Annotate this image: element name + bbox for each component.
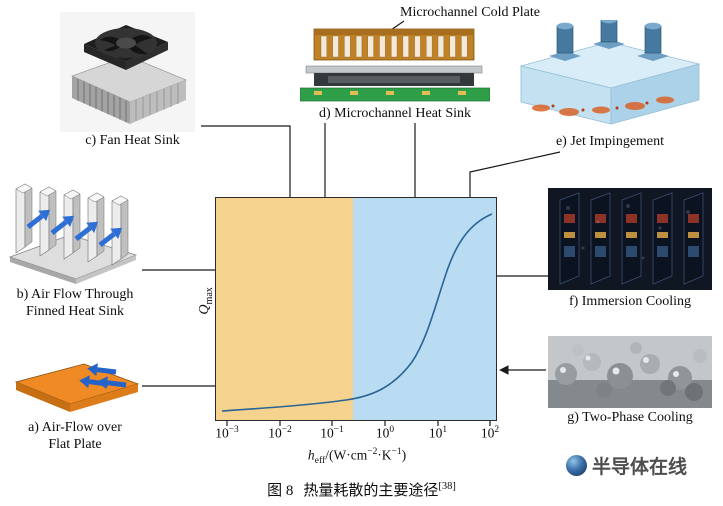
immersion-cooling-illustration bbox=[548, 188, 712, 290]
qmax-curve bbox=[221, 213, 493, 412]
label-e-jet-impingement: e) Jet Impingement bbox=[555, 134, 665, 149]
x-tick-1e2: 102 bbox=[465, 425, 515, 442]
microchannel-heat-sink-illustration bbox=[300, 28, 490, 102]
tick-exp: −3 bbox=[228, 425, 239, 435]
heat-sink-base bbox=[305, 65, 483, 86]
watermark-logo-icon bbox=[566, 455, 587, 476]
tick-base: 10 bbox=[320, 425, 334, 441]
x-tick-1e-2: 10−2 bbox=[255, 425, 305, 442]
tick-base: 10 bbox=[428, 425, 443, 441]
tick-base: 10 bbox=[215, 425, 229, 441]
cold-plate-label: Microchannel Cold Plate bbox=[400, 5, 540, 20]
x-axis-unit-sup2: −1 bbox=[391, 447, 402, 457]
cold-plate-comb bbox=[313, 28, 475, 61]
x-tick-1e-3: 10−3 bbox=[202, 425, 252, 442]
fan-heat-sink-illustration bbox=[60, 12, 195, 132]
tick-exp: 1 bbox=[442, 425, 448, 435]
x-axis-subscript: eff bbox=[314, 455, 326, 467]
finned-heat-sink-illustration bbox=[8, 183, 138, 284]
chart-plot-area bbox=[215, 197, 497, 421]
watermark: 半导体在线 bbox=[566, 452, 687, 479]
liquid-cooling-region bbox=[353, 198, 496, 420]
tick-exp: −1 bbox=[333, 425, 344, 435]
fins bbox=[15, 183, 129, 266]
tick-base: 10 bbox=[375, 425, 390, 441]
caption-title: 热量耗散的主要途径 bbox=[303, 483, 439, 499]
vapor-bubbles bbox=[555, 342, 707, 401]
pcb-board bbox=[300, 87, 490, 102]
coolant-bubbles bbox=[566, 204, 690, 260]
y-axis-symbol: Q bbox=[197, 304, 213, 315]
x-tick-1e0: 100 bbox=[360, 425, 410, 442]
y-axis-subscript: max bbox=[203, 287, 215, 305]
tick-base: 10 bbox=[268, 425, 282, 441]
jet-nozzles bbox=[549, 20, 669, 61]
figure-caption: 图 8 热量耗散的主要途径[38] bbox=[0, 479, 723, 500]
fan-icon bbox=[84, 25, 168, 70]
label-b-line1: b) Air Flow Through bbox=[16, 287, 134, 302]
two-phase-cooling-illustration bbox=[548, 336, 712, 408]
label-d-microchannel: d) Microchannel Heat Sink bbox=[318, 106, 471, 121]
caption-reference: [38] bbox=[438, 481, 456, 492]
y-axis-label: Qmax bbox=[197, 279, 215, 323]
x-axis-symbol: h bbox=[307, 447, 315, 463]
flat-plate-illustration bbox=[14, 363, 140, 412]
jet-chamber bbox=[519, 41, 701, 125]
label-f-immersion: f) Immersion Cooling bbox=[568, 294, 692, 309]
x-tick-1e1: 101 bbox=[413, 425, 463, 442]
air-flow-arrows bbox=[79, 363, 127, 390]
tick-base: 10 bbox=[480, 425, 495, 441]
server-boards bbox=[559, 192, 704, 285]
x-axis-unit-sup1: −2 bbox=[367, 447, 378, 457]
air-cooling-region bbox=[216, 198, 353, 420]
caption-prefix: 图 8 bbox=[267, 483, 294, 499]
x-axis-label: heff/(W·cm−2·K−1) bbox=[257, 447, 457, 466]
air-flow-arrows bbox=[26, 209, 123, 247]
x-axis-unit-prefix: /(W·cm bbox=[325, 447, 368, 463]
flat-plate bbox=[14, 363, 140, 412]
tick-exp: −2 bbox=[281, 425, 292, 435]
label-g-two-phase: g) Two-Phase Cooling bbox=[567, 410, 693, 425]
label-a-flat-plate: a) Air-Flow over Flat Plate bbox=[0, 420, 150, 453]
tick-exp: 0 bbox=[389, 425, 395, 435]
x-axis-unit-mid: ·K bbox=[377, 447, 392, 463]
qmax-curve-plot bbox=[221, 213, 493, 412]
label-b-finned: b) Air Flow Through Finned Heat Sink bbox=[0, 287, 150, 320]
tick-exp: 2 bbox=[494, 425, 500, 435]
watermark-text: 半导体在线 bbox=[592, 457, 688, 478]
label-a-line2: Flat Plate bbox=[48, 436, 102, 452]
label-b-line2: Finned Heat Sink bbox=[26, 303, 124, 319]
jet-impingement-illustration bbox=[519, 20, 701, 125]
x-tick-1e-1: 10−1 bbox=[307, 425, 357, 442]
x-axis-unit-suffix: ) bbox=[401, 447, 407, 463]
label-a-line1: a) Air-Flow over bbox=[28, 420, 122, 435]
label-c-fan-heat-sink: c) Fan Heat Sink bbox=[85, 133, 180, 148]
heated-surface bbox=[532, 96, 674, 116]
